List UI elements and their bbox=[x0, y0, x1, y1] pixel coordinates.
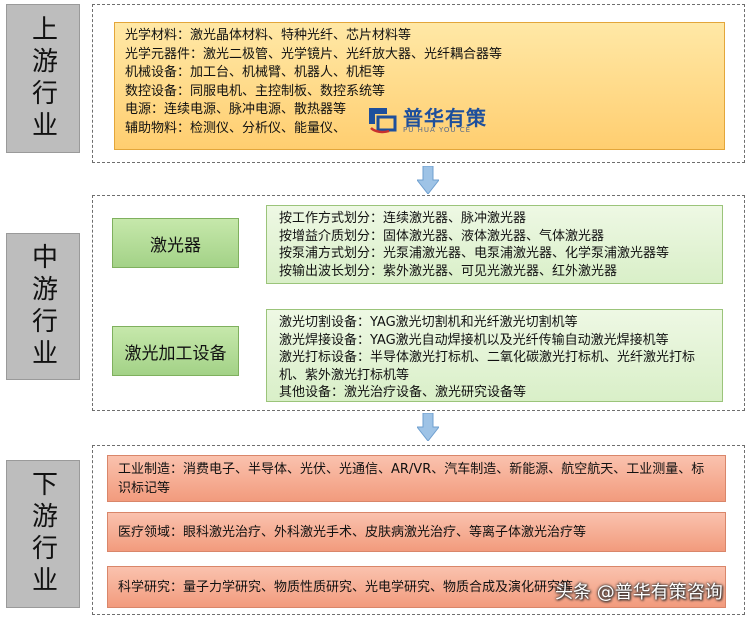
source-watermark: 头条 @普华有策咨询 bbox=[555, 582, 723, 603]
down-arrow-icon bbox=[417, 166, 439, 194]
laser-classification-line: 按工作方式划分：连续激光器、脉冲激光器 bbox=[279, 211, 527, 226]
upstream-line: 机械设备：加工台、机械臂、机器人、机柜等 bbox=[125, 65, 386, 81]
downstream-container bbox=[92, 445, 745, 615]
downstream-text: 科学研究：量子力学研究、物质性质研究、光电学研究、物质合成及演化研究等 bbox=[118, 579, 574, 595]
laser-classification-line: 按增益介质划分：固体激光器、液体激光器、气体激光器 bbox=[279, 228, 605, 244]
medical-field-box: 医疗领域：眼科激光治疗、外科激光手术、皮肤病激光治疗、等离子体激光治疗等 bbox=[107, 512, 726, 552]
midstream-container bbox=[92, 195, 745, 411]
scientific-research-box: 科学研究：量子力学研究、物质性质研究、光电学研究、物质合成及演化研究等 bbox=[107, 566, 726, 608]
laser-equipment-line: 激光焊接设备：YAG激光自动焊接机以及光纤传输自动激光焊接机等 bbox=[279, 332, 669, 348]
laser-category: 激光器 bbox=[112, 218, 239, 268]
laser-equipment-line: 激光切割设备：YAG激光切割机和光纤激光切割机等 bbox=[279, 315, 578, 330]
upstream-line: 辅助物料：检测仪、分析仪、能量仪、 bbox=[125, 120, 347, 136]
logo-subtitle: PU HUA YOU CE bbox=[403, 126, 472, 134]
downstream-text: 工业制造：消费电子、半导体、光伏、光通信、AR/VR、汽车制造、新能源、航空航天… bbox=[118, 462, 705, 496]
upstream-container bbox=[92, 4, 745, 163]
logo-mark-icon bbox=[369, 108, 397, 134]
puhua-logo: 普华有策 PU HUA YOU CE bbox=[365, 102, 505, 138]
upstream-line: 电源：连续电源、脉冲电源、散热器等 bbox=[125, 102, 347, 118]
upstream-line: 数控设备：同服电机、主控制板、数控系统等 bbox=[125, 83, 386, 99]
downstream-text: 医疗领域：眼科激光治疗、外科激光手术、皮肤病激光治疗、等离子体激光治疗等 bbox=[118, 524, 587, 540]
laser-equipment-box: 激光切割设备：YAG激光切割机和光纤激光切割机等 激光焊接设备：YAG激光自动焊… bbox=[266, 309, 723, 402]
upstream-content-box: 光学材料：激光晶体材料、特种光纤、芯片材料等 光学元器件：激光二极管、光学镜片、… bbox=[114, 22, 725, 150]
upstream-line: 光学材料：激光晶体材料、特种光纤、芯片材料等 bbox=[125, 28, 412, 43]
laser-equipment-line: 其他设备：激光治疗设备、激光研究设备等 bbox=[279, 385, 527, 400]
laser-equipment-line: 激光打标设备：半导体激光打标机、二氧化碳激光打标机、光纤激光打标机、紫外激光打标… bbox=[279, 350, 696, 383]
downstream-label: 下游行业 bbox=[6, 460, 80, 608]
upstream-line: 光学元器件：激光二极管、光学镜片、光纤放大器、光纤耦合器等 bbox=[125, 46, 503, 62]
laser-classification-line: 按泵浦方式划分：光泵浦激光器、电泵浦激光器、化学泵浦激光器等 bbox=[279, 246, 670, 261]
down-arrow-icon bbox=[417, 413, 439, 441]
upstream-label: 上游行业 bbox=[6, 4, 80, 153]
logo-name: 普华有策 bbox=[403, 106, 487, 130]
laser-processing-equipment-category: 激光加工设备 bbox=[112, 326, 239, 376]
midstream-label: 中游行业 bbox=[6, 233, 80, 380]
industrial-manufacturing-box: 工业制造：消费电子、半导体、光伏、光通信、AR/VR、汽车制造、新能源、航空航天… bbox=[107, 455, 726, 502]
laser-classification-line: 按输出波长划分：紫外激光器、可见光激光器、红外激光器 bbox=[279, 263, 618, 279]
laser-classification-box: 按工作方式划分：连续激光器、脉冲激光器 按增益介质划分：固体激光器、液体激光器、… bbox=[266, 205, 723, 284]
